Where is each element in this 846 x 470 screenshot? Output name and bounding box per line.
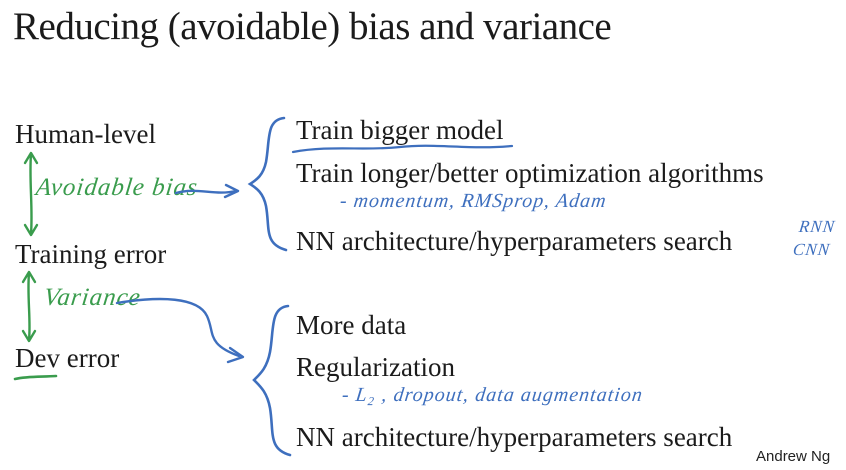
dev-error-label: Dev error [15,343,120,373]
remedy-train-bigger-model: Train bigger model [296,115,504,145]
remedy-nn-architecture-search-bias: NN architecture/hyperparameters search [296,226,733,256]
author-credit: Andrew Ng [756,448,831,465]
train-bigger-model-underline [291,144,514,154]
optimizers-note: - momentum, RMSprop, Adam [338,190,609,212]
dev-error-underline [13,374,58,381]
variance-annotation: Variance [42,284,143,311]
human-level-label: Human-level [15,119,156,149]
avoidable-bias-annotation: Avoidable bias [34,174,200,201]
variance-remedies-brace [252,304,292,457]
cnn-note: CNN [791,240,832,259]
variance-range-arrow-icon [21,270,37,343]
remedy-nn-architecture-search-variance: NN architecture/hyperparameters search [296,422,733,452]
bias-remedies-brace [247,116,288,252]
rnn-note: RNN [797,217,837,236]
slide-title: Reducing (avoidable) bias and variance [13,5,612,48]
remedy-regularization: Regularization [296,352,455,382]
training-error-label: Training error [15,239,167,269]
remedy-train-longer: Train longer/better optimization algorit… [296,158,764,188]
remedy-more-data: More data [296,310,407,340]
regularization-note: - L₂ , dropout, data augmentation [340,384,645,406]
